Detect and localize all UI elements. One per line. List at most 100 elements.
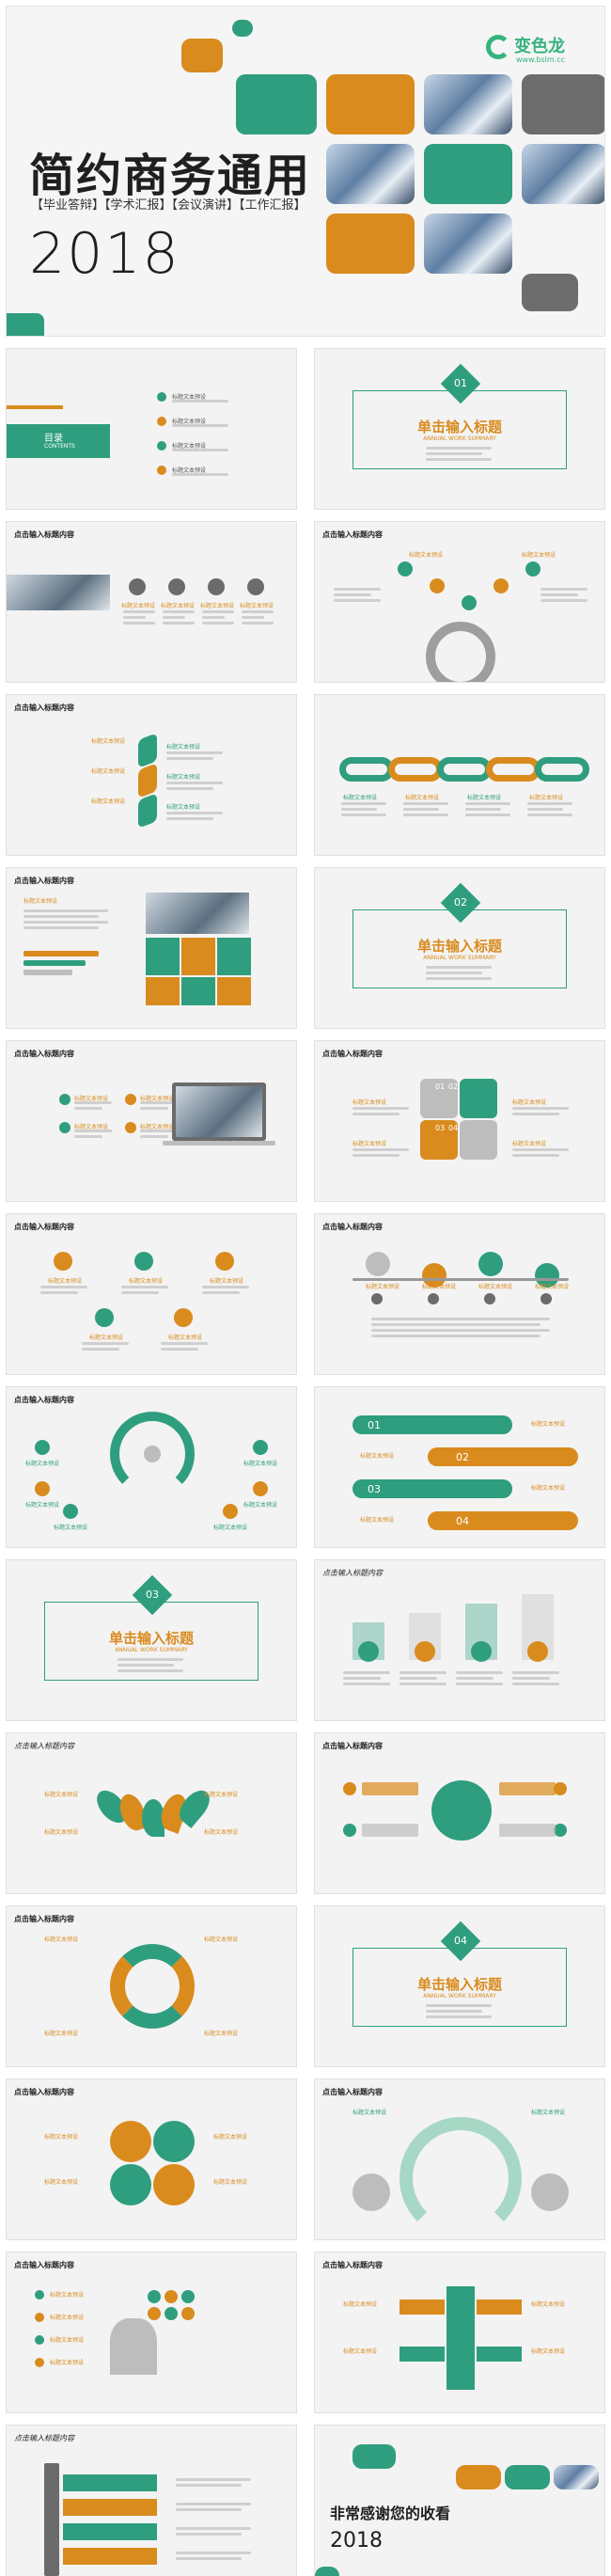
person-icon — [352, 2173, 390, 2211]
slide-header: 点击输入标题内容 — [14, 1915, 74, 1923]
slide-thumbnail[interactable]: 点击输入标题内容标题文本预设标题文本预设标题文本预设标题文本预设 — [6, 2252, 297, 2413]
orbit-icon — [398, 561, 413, 577]
stair-icon — [527, 1641, 548, 1662]
chain-link — [339, 757, 394, 782]
feature-icon — [129, 578, 146, 595]
step-band — [428, 1511, 578, 1530]
arrow-block — [138, 793, 157, 829]
slide-thumbnail[interactable]: 点击输入标题内容标题文本预设标题文本预设标题文本预设标题文本预设标题文本预设标题… — [6, 1386, 297, 1548]
slide-thumbnail[interactable]: 点击输入标题内容 — [6, 2425, 297, 2576]
slide-thumbnail[interactable]: 点击输入标题内容标题文本预设标题文本预设标题文本预设标题文本预设 — [6, 1905, 297, 2067]
slide-thumbnail[interactable]: 点击输入标题内容 — [314, 1732, 605, 1894]
text-placeholder-line — [140, 1101, 178, 1104]
slide-thumbnail[interactable]: 标题文本预设标题文本预设标题文本预设标题文本预设 — [314, 694, 605, 856]
slide-thumbnail[interactable]: 点击输入标题内容标题文本预设标题文本预设 — [314, 2078, 605, 2240]
point-icon — [223, 1504, 238, 1519]
slide-header: 点击输入标题内容 — [322, 2261, 383, 2269]
text-placeholder-line — [82, 1342, 129, 1345]
point-icon — [59, 1094, 70, 1105]
city-photo — [424, 74, 512, 134]
text-placeholder-line — [123, 616, 146, 619]
section-number: 03 — [146, 1588, 159, 1601]
text-placeholder-line — [202, 622, 234, 624]
text-label: 标题文本预设 — [50, 2315, 85, 2321]
text-label: 标题文本预设 — [531, 2348, 566, 2355]
ending-title: 非常感谢您的收看 — [330, 2505, 451, 2522]
text-placeholder-line — [456, 1677, 494, 1680]
text-placeholder-line — [426, 966, 492, 969]
text-label: 标题文本预设 — [44, 1936, 79, 1943]
chain-link — [437, 757, 492, 782]
text-label: 标题文本预设 — [140, 1124, 175, 1130]
slide-thumbnail[interactable]: 点击输入标题内容标题文本预设标题文本预设标题文本预设标题文本预设标题文本预设标题… — [6, 694, 297, 856]
slide-thumbnail[interactable]: 点击输入标题内容标题文本预设标题文本预设标题文本预设标题文本预设 — [6, 1732, 297, 1894]
decor-square — [326, 213, 415, 274]
text-placeholder-line — [140, 1135, 168, 1138]
text-label: 标题文本预设 — [121, 603, 156, 609]
text-placeholder-line — [123, 622, 155, 624]
text-label: 标题文本预设 — [89, 1335, 124, 1341]
city-photo — [424, 213, 512, 274]
quad-number: 01 — [435, 1083, 446, 1091]
gauge-center — [144, 1446, 161, 1462]
text-placeholder-line — [74, 1101, 112, 1104]
text-placeholder-line — [166, 812, 223, 814]
info-tile — [146, 977, 180, 1005]
decor-square — [424, 144, 512, 204]
timeline-node — [478, 1252, 503, 1276]
text-placeholder-line — [465, 802, 510, 805]
decor-square — [456, 2465, 501, 2489]
timeline-icon — [428, 1293, 439, 1304]
slide-header: 点击输入标题内容 — [14, 877, 74, 885]
text-label: 标题文本预设 — [161, 603, 196, 609]
cover-slide: 变色龙 www.bslm.cc 简约商务通用 【毕业答辩】【学术汇报】【会议演讲… — [6, 6, 605, 337]
slide-thumbnail[interactable]: 点击输入标题内容标题文本预设标题文本预设标题文本预设标题文本预设 — [314, 2252, 605, 2413]
text-placeholder-line — [176, 2533, 242, 2536]
slide-thumbnail[interactable]: 点击输入标题内容标题文本预设标题文本预设标题文本预设标题文本预设 — [6, 1040, 297, 1202]
point-icon — [35, 2335, 44, 2345]
text-label: 标题文本预设 — [24, 898, 58, 905]
slide-thumbnail[interactable]: 点击输入标题内容标题文本预设标题文本预设标题文本预设标题文本预设标题文本预设 — [6, 1213, 297, 1375]
center-pillar — [446, 2286, 475, 2390]
section-subtitle: ANNUAL WORK SUMMARY — [423, 1993, 496, 1999]
text-placeholder-line — [242, 610, 274, 613]
slide-thumbnail[interactable]: 点击输入标题内容标题文本预设标题文本预设标题文本预设标题文本预设 — [6, 2078, 297, 2240]
slide-thumbnail[interactable]: 点击输入标题内容标题文本预设标题文本预设 — [314, 521, 605, 683]
orbit-icon — [525, 561, 540, 577]
toc-bullet — [157, 417, 166, 426]
text-placeholder-line — [371, 1335, 540, 1337]
point-icon — [343, 1782, 356, 1795]
point-icon — [59, 1122, 70, 1133]
slide-thumbnail[interactable]: 点击输入标题内容标题文本预设标题文本预设标题文本预设标题文本预设 — [6, 521, 297, 683]
slide-thumbnail[interactable]: 点击输入标题内容 — [314, 1559, 605, 1721]
section-title: 单击输入标题 — [416, 938, 502, 955]
text-placeholder-line — [403, 808, 439, 811]
text-label: 标题文本预设 — [44, 1829, 79, 1836]
decor-square — [522, 274, 578, 311]
slide-thumbnail[interactable]: 点击输入标题内容标题文本预设标题文本预设标题文本预设标题文本预设 — [314, 1213, 605, 1375]
text-placeholder-line — [343, 1677, 381, 1680]
step-band — [352, 1415, 512, 1434]
text-placeholder-line — [163, 616, 185, 619]
decor-square — [352, 2444, 396, 2469]
arrow-wing — [400, 2347, 445, 2362]
point-icon — [35, 2358, 44, 2367]
slide-thumbnail[interactable]: 点击输入标题内容标题文本预设 — [6, 867, 297, 1029]
text-placeholder-line — [161, 1342, 208, 1345]
arrow-block — [138, 763, 157, 798]
text-placeholder-line — [400, 1677, 437, 1680]
head-silhouette — [110, 2318, 157, 2375]
slide-header: 点击输入标题内容 — [14, 2088, 74, 2096]
text-placeholder-line — [334, 588, 381, 591]
text-label: 标题文本预设 — [243, 1461, 278, 1467]
text-label: 标题文本预设 — [50, 2360, 85, 2366]
idea-icon — [148, 2307, 161, 2320]
